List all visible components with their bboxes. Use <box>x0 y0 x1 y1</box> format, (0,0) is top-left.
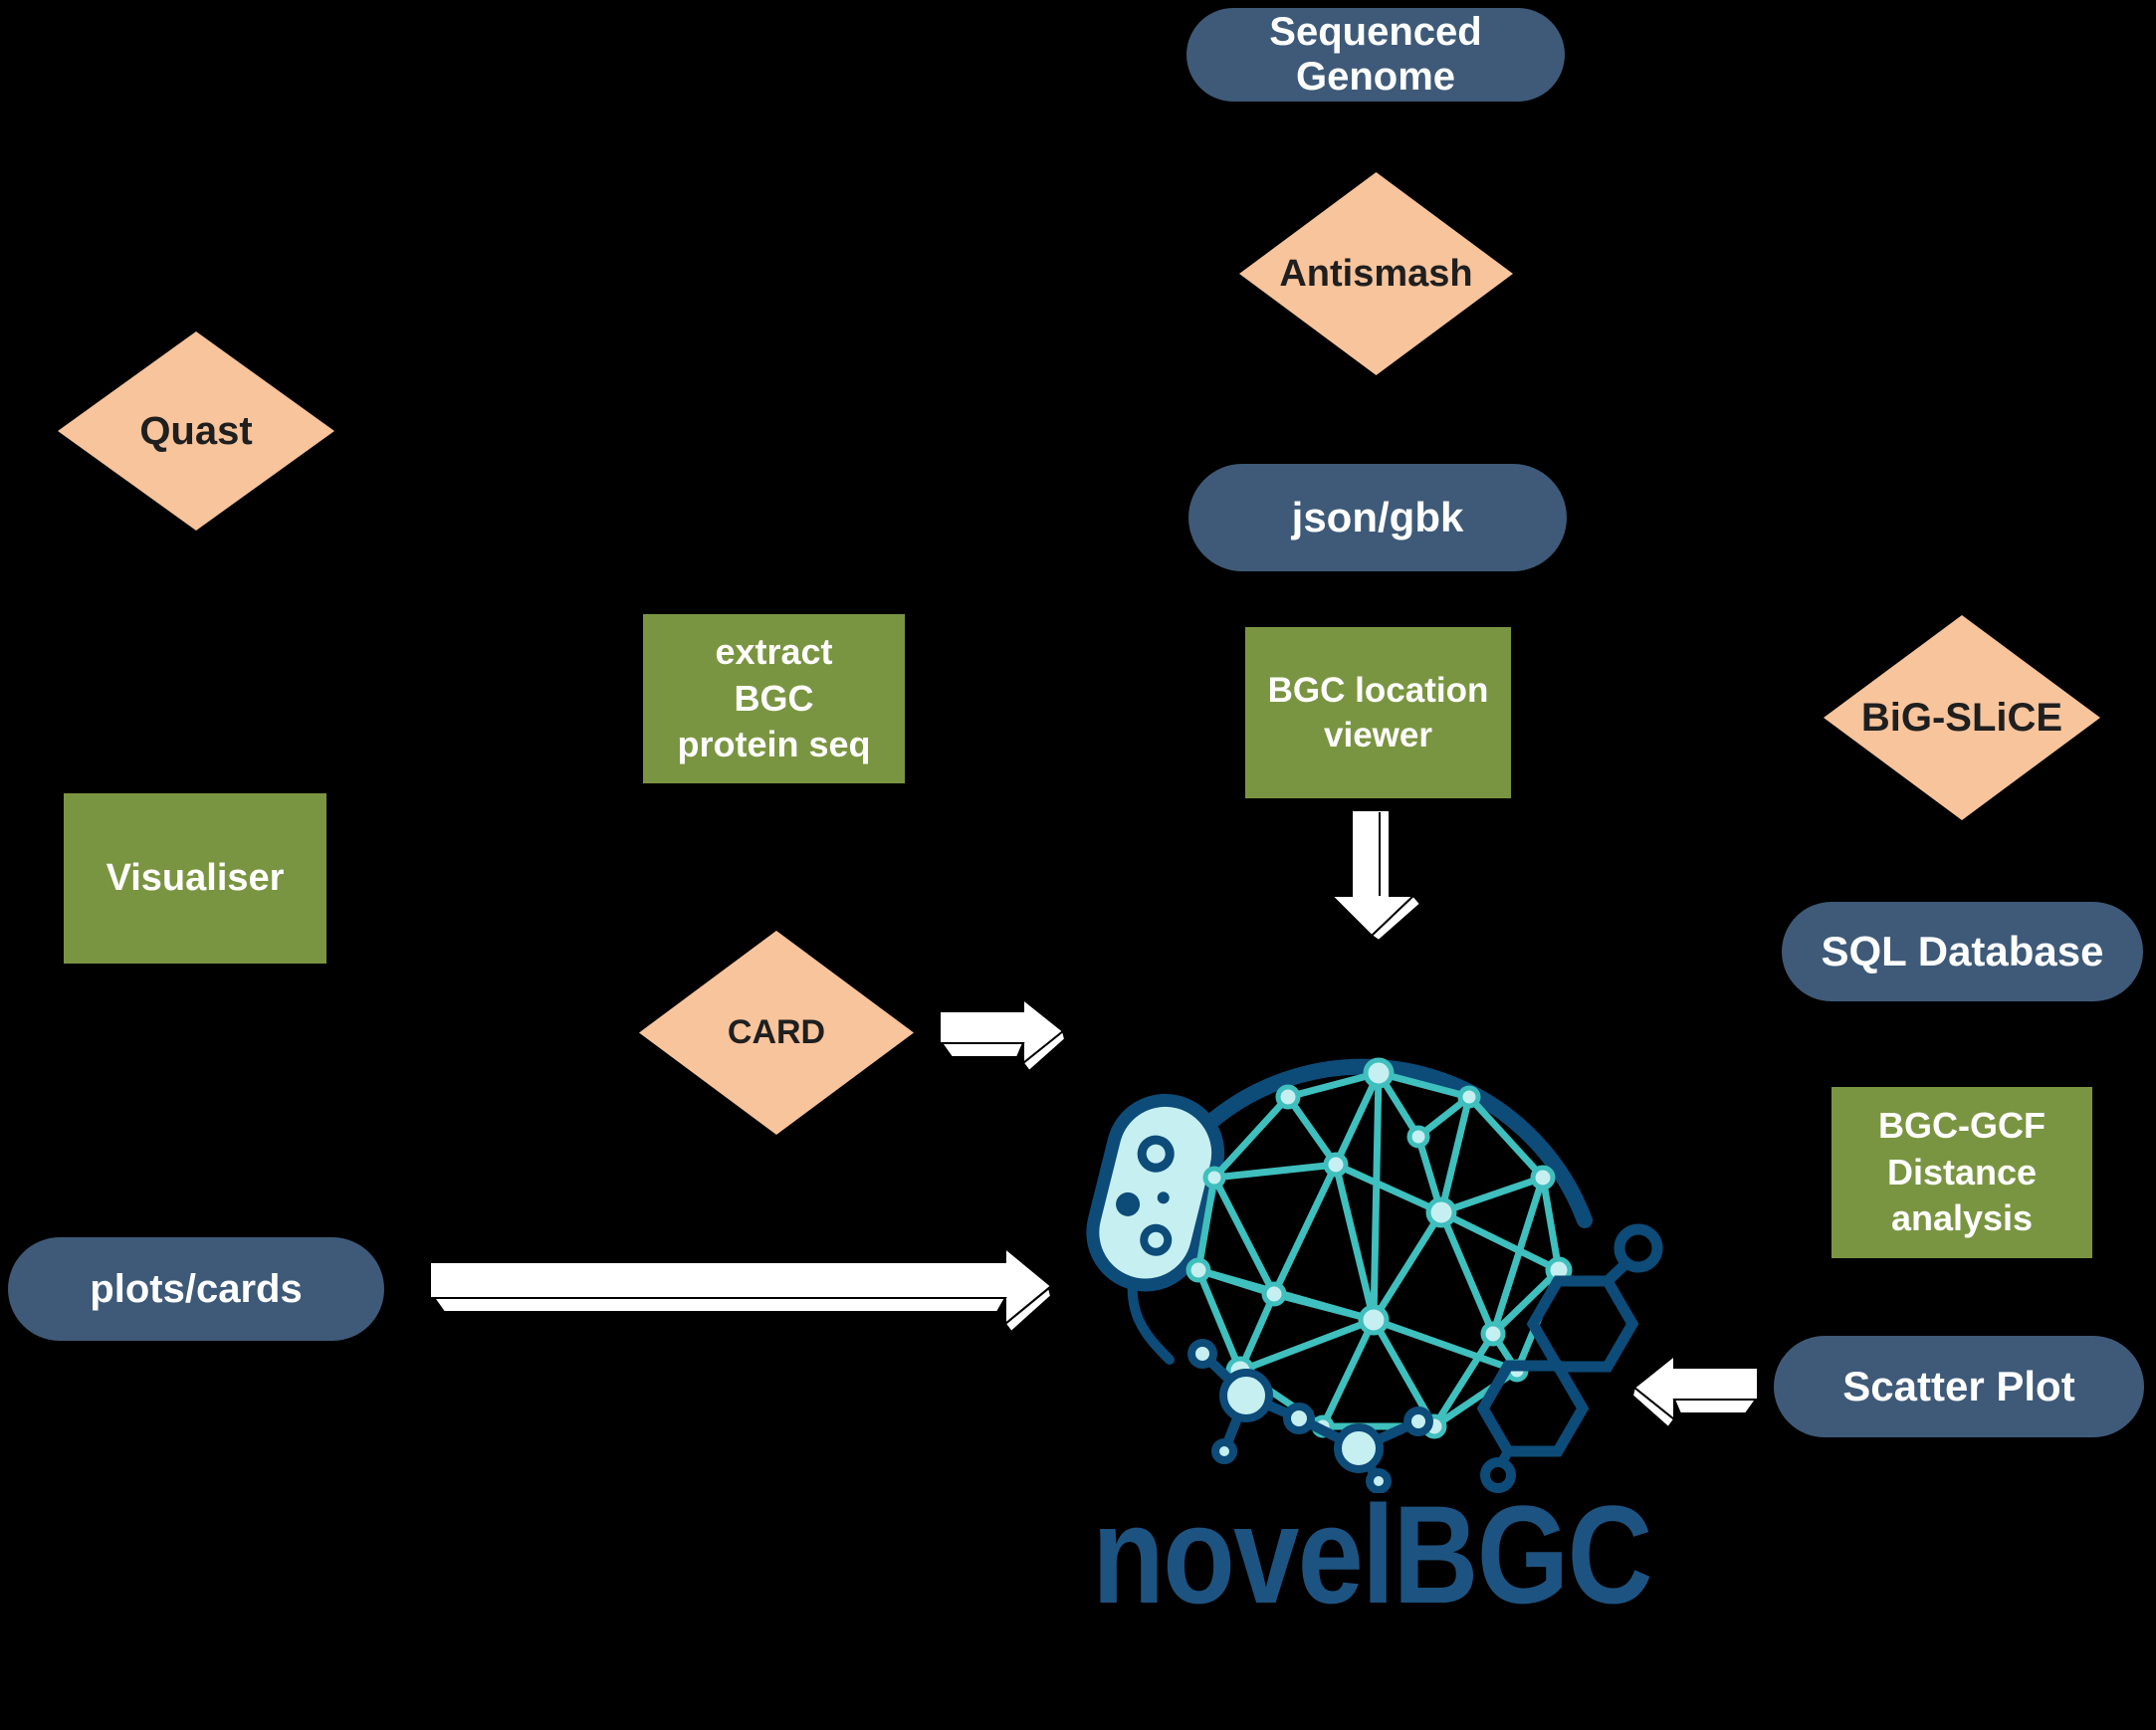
arrow-left-icon <box>1630 1354 1759 1429</box>
node-quast: Quast <box>58 331 334 531</box>
node-visualiser: Visualiser <box>64 793 326 964</box>
node-extract-bgc-protein-seq: extract BGC protein seq <box>643 614 905 783</box>
network-sphere-icon <box>1186 1057 1573 1439</box>
node-big-slice: BiG-SLiCE <box>1824 615 2100 820</box>
node-antismash: Antismash <box>1239 172 1513 375</box>
node-bgc-location-viewer: BGC location viewer <box>1245 627 1511 798</box>
arc-icon <box>1199 1058 1593 1228</box>
arrow-right-long-icon <box>429 1245 1053 1334</box>
arrow-down-icon <box>1329 809 1422 943</box>
node-json-gbk: json/gbk <box>1188 464 1567 571</box>
node-bgc-gcf-distance-analysis: BGC-GCF Distance analysis <box>1832 1087 2092 1258</box>
molecule-icon <box>1476 1223 1663 1493</box>
node-scatter-plot: Scatter Plot <box>1774 1336 2144 1437</box>
node-plots-cards: plots/cards <box>8 1237 384 1341</box>
novelbgc-logo-icon <box>1086 1057 1663 1493</box>
node-sequenced-genome: Sequenced Genome <box>1186 8 1565 102</box>
arrow-right-icon <box>939 997 1067 1073</box>
novelbgc-wordmark: novelBGC <box>1092 1476 1652 1632</box>
molecule-cluster-icon <box>1187 1339 1433 1493</box>
node-card: CARD <box>639 931 914 1135</box>
node-sql-database: SQL Database <box>1782 902 2143 1001</box>
